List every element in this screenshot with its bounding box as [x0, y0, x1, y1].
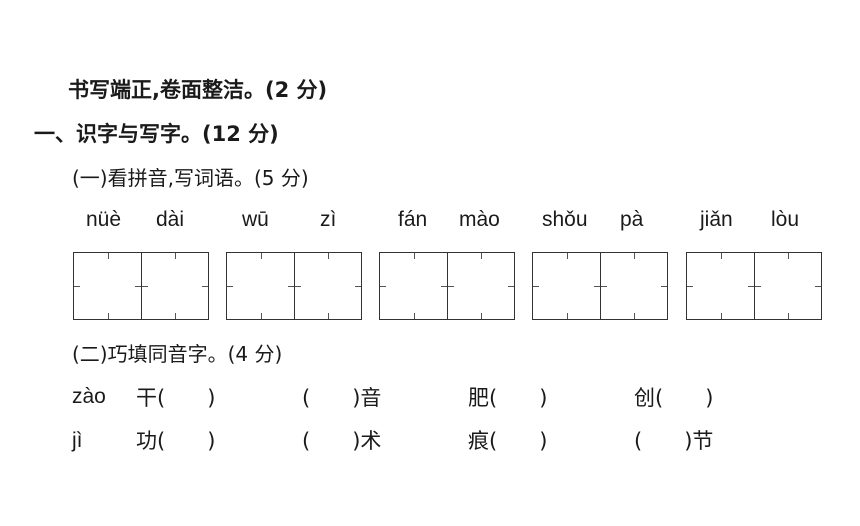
writing-cell[interactable] — [380, 253, 447, 319]
row-pinyin: zào — [72, 385, 106, 408]
writing-cell[interactable] — [227, 253, 294, 319]
fill-blank-item[interactable]: 功( ) — [136, 429, 216, 453]
section-one-title: 一、识字与写字。(12 分) — [34, 122, 279, 146]
part-two-title: (二)巧填同音字。(4 分) — [72, 342, 283, 366]
writing-cell[interactable] — [687, 253, 754, 319]
fill-blank-item[interactable]: ( )音 — [302, 386, 382, 410]
pinyin-label: mào — [459, 208, 500, 231]
pinyin-label: zì — [320, 208, 337, 231]
writing-cell[interactable] — [294, 253, 361, 319]
pinyin-label: fán — [398, 208, 428, 231]
pinyin-label: dài — [156, 208, 185, 231]
pinyin-label: jiǎn — [700, 208, 733, 231]
writing-cell[interactable] — [74, 253, 141, 319]
writing-grid[interactable] — [226, 252, 362, 320]
part-one-title: (一)看拼音,写词语。(5 分) — [72, 166, 309, 190]
fill-blank-item[interactable]: ( )节 — [634, 429, 714, 453]
pinyin-label: shǒu — [542, 208, 588, 231]
pinyin-label: wū — [242, 208, 269, 231]
fill-blank-item[interactable]: ( )术 — [302, 429, 382, 453]
writing-grid[interactable] — [73, 252, 209, 320]
pinyin-label: pà — [620, 208, 644, 231]
row-pinyin: jì — [72, 429, 83, 452]
writing-cell[interactable] — [447, 253, 514, 319]
fill-blank-item[interactable]: 创( ) — [634, 386, 714, 410]
writing-cell[interactable] — [754, 253, 821, 319]
writing-cell[interactable] — [600, 253, 667, 319]
fill-blank-item[interactable]: 痕( ) — [468, 429, 548, 453]
pinyin-label: lòu — [771, 208, 800, 231]
fill-blank-item[interactable]: 干( ) — [136, 386, 216, 410]
writing-grid[interactable] — [379, 252, 515, 320]
pinyin-label: nüè — [86, 208, 122, 231]
writing-grid[interactable] — [686, 252, 822, 320]
fill-blank-item[interactable]: 肥( ) — [468, 386, 548, 410]
writing-grid[interactable] — [532, 252, 668, 320]
writing-cell[interactable] — [141, 253, 208, 319]
neatness-instruction: 书写端正,卷面整洁。(2 分) — [68, 78, 328, 102]
writing-cell[interactable] — [533, 253, 600, 319]
